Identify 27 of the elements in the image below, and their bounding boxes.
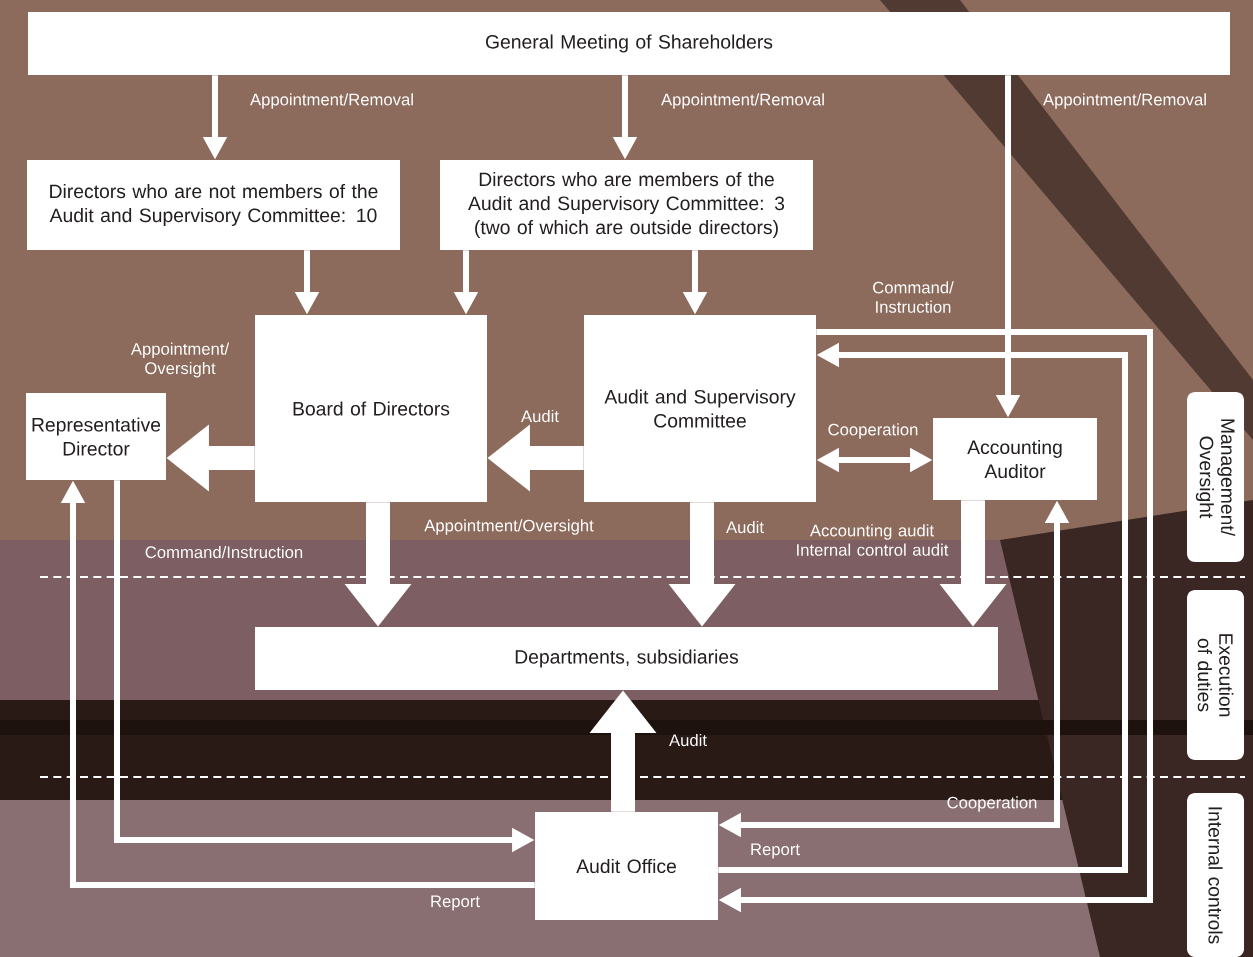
directors-box: Directors who are not members of the Audit and Supervisory Committee: 10 bbox=[27, 160, 400, 250]
directors-box: Directors who are members of the Audit and Supervisory Committee: 3 (two of which are outside directors) bbox=[440, 160, 813, 250]
audit-office-box: Audit Office bbox=[535, 812, 718, 920]
director-box: Representative Director bbox=[26, 393, 166, 480]
board-box: Board of Directors bbox=[255, 315, 487, 502]
section-tab: Execution of duties bbox=[1187, 590, 1244, 760]
meeting-box: General Meeting of Shareholders bbox=[28, 12, 1230, 75]
edge-label: Command/ Instruction bbox=[873, 281, 954, 313]
edge-label: Appointment/Oversight bbox=[424, 519, 594, 535]
section-tab: Internal controls bbox=[1187, 793, 1244, 957]
edge-label: Report bbox=[431, 895, 480, 911]
edge-label: Audit bbox=[726, 520, 764, 534]
auditor-box: Accounting Auditor bbox=[933, 418, 1097, 500]
departments-box: Departments, subsidiaries bbox=[255, 627, 998, 690]
edge-label: Appointment/Removal bbox=[250, 93, 413, 109]
edge-label: Appointment/Removal bbox=[661, 93, 824, 109]
edge-label: Appointment/Removal bbox=[1043, 93, 1206, 109]
edge-label: Cooperation bbox=[947, 796, 1037, 812]
edge-label: Audit bbox=[521, 409, 559, 423]
committee-box: Audit and Supervisory Committee bbox=[584, 315, 816, 502]
edge-label: Audit bbox=[669, 733, 707, 747]
edge-label: Cooperation bbox=[828, 423, 918, 439]
edge-label: Appointment/ Oversight bbox=[130, 342, 230, 378]
edge-label: Report bbox=[751, 843, 800, 859]
section-tab: Management/ Oversight bbox=[1187, 392, 1244, 562]
edge-label: Accounting audit Internal control audit bbox=[797, 524, 949, 556]
edge-label: Command/Instruction bbox=[145, 545, 303, 559]
